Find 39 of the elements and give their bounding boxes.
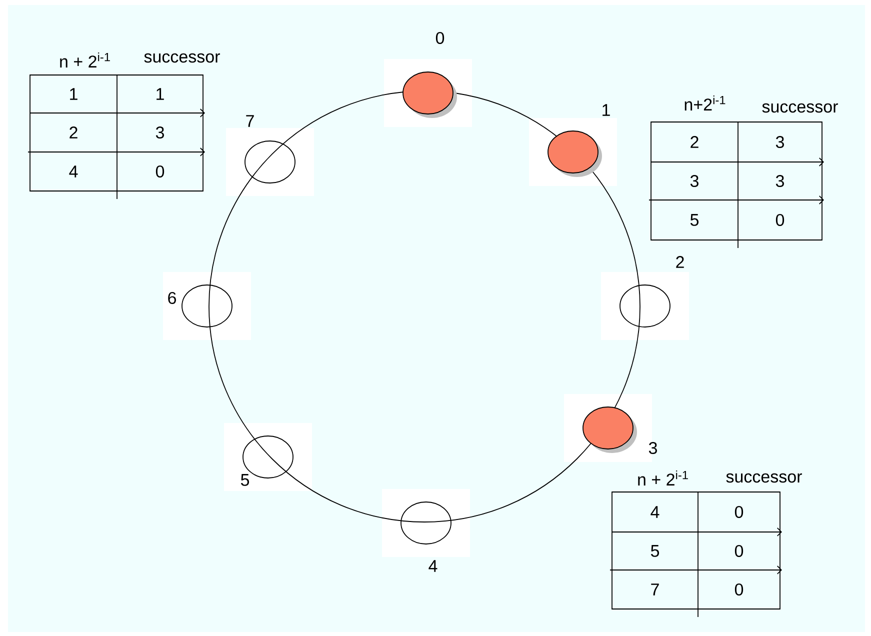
table-cell: 2: [690, 136, 698, 148]
ring-node: [582, 406, 634, 450]
table-cell: 0: [734, 544, 744, 558]
node-number: 2: [676, 256, 684, 268]
table-cell: 4: [650, 506, 660, 518]
ring-node: [548, 130, 598, 174]
table-header: successor: [762, 103, 838, 113]
table-header: n + 2$^{i-1}$: [638, 470, 688, 486]
ring-node: [400, 502, 452, 544]
table-cell: 3: [776, 174, 784, 188]
table-header: successor: [726, 473, 802, 483]
table-cell: 5: [690, 214, 698, 226]
table-header: successor: [144, 53, 220, 63]
table-cell: 5: [650, 545, 659, 557]
table-header: n+2$^{i-1}$: [684, 96, 726, 110]
table-cell: 1: [70, 88, 78, 100]
ring-node: [620, 284, 670, 328]
ring-node: [244, 140, 296, 184]
table-cell: 3: [776, 136, 784, 148]
table-cell: 0: [156, 165, 164, 178]
table-cell: 0: [734, 506, 744, 518]
node-number: 4: [428, 560, 438, 572]
ring-node: [182, 284, 232, 328]
node-number: 0: [436, 32, 444, 44]
table-cell: 0: [734, 583, 744, 596]
ring-node: [402, 72, 454, 114]
table-cell: 3: [156, 126, 164, 139]
table-cell: 0: [776, 214, 784, 226]
table-cell: 7: [651, 584, 659, 596]
node-number: 3: [648, 442, 657, 454]
table-cell: 1: [156, 88, 164, 100]
node-number: 5: [240, 474, 250, 486]
table-cell: 4: [69, 166, 78, 178]
table-cell: 3: [690, 174, 698, 188]
node-number: 6: [168, 292, 176, 304]
node-number: 7: [246, 115, 254, 127]
table-cell: 2: [70, 126, 78, 138]
node-number: 1: [602, 104, 610, 116]
table-header: n + 2$^{i-1}$: [60, 52, 110, 68]
